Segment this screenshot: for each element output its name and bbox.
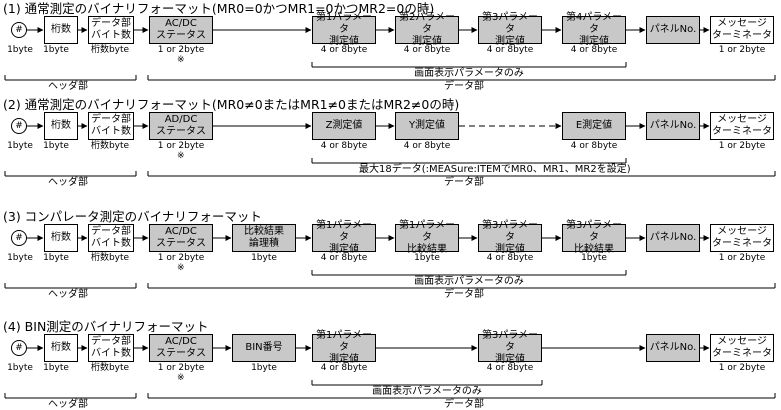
start-hash-icon: #: [11, 22, 27, 38]
section-title: (3) コンパレータ測定のバイナリフォーマット: [3, 209, 262, 224]
section-title: (1) 通常測定のバイナリフォーマット(MR0=0かつMR1=0かつMR2=0の…: [3, 1, 435, 16]
byte-size-label: 1 or 2byte: [718, 253, 766, 263]
byte-size-label: 4 or 8byte: [320, 363, 368, 373]
byte-size-label: 1byte: [581, 253, 607, 263]
field-box-keta: 桁数: [44, 334, 78, 362]
byte-size-label: 桁数byte: [90, 253, 130, 263]
byte-size-label: 1 or 2byte: [157, 141, 205, 151]
byte-size-label: 4 or 8byte: [320, 253, 368, 263]
field-box-z: Z測定値: [312, 112, 376, 140]
header-label: ヘッダ部: [48, 289, 88, 300]
header-label: ヘッダ部: [48, 399, 88, 410]
field-box-andres: 比較結果 論理積: [232, 224, 296, 252]
data-label: データ部: [444, 81, 484, 92]
byte-size-label: 桁数byte: [90, 363, 130, 373]
byte-size-label: 1byte: [43, 253, 69, 263]
data-label: データ部: [444, 177, 484, 188]
start-hash-icon: #: [11, 340, 27, 356]
byte-size-label: 4 or 8byte: [403, 45, 451, 55]
field-box-acdc: AC/DC ステータス: [149, 334, 213, 362]
field-box-p3cmp: 第3パラメータ 比較結果: [562, 220, 626, 255]
byte-size-label: 桁数byte: [90, 45, 130, 55]
byte-size-label: 桁数byte: [90, 141, 130, 151]
field-box-p3: 第3パラメータ 測定値: [478, 220, 542, 255]
field-box-e: E測定値: [562, 112, 626, 140]
byte-size-label: 4 or 8byte: [570, 45, 618, 55]
byte-size-label: 4 or 8byte: [320, 45, 368, 55]
byte-size-label: 4 or 8byte: [486, 45, 534, 55]
byte-size-label: 1byte: [7, 363, 33, 373]
note-mark: ※: [177, 263, 185, 273]
note-mark: ※: [177, 55, 185, 65]
field-box-p1: 第1パラメータ 測定値: [312, 12, 376, 47]
byte-size-label: 1byte: [43, 363, 69, 373]
byte-size-label: 1byte: [251, 363, 277, 373]
bracket-note: 画面表示パラメータのみ: [414, 68, 524, 79]
byte-size-label: 1byte: [414, 253, 440, 263]
byte-size-label: 4 or 8byte: [486, 363, 534, 373]
field-box-p3: 第3パラメータ 測定値: [478, 330, 542, 365]
byte-size-label: 1 or 2byte: [157, 363, 205, 373]
byte-size-label: 4 or 8byte: [320, 141, 368, 151]
field-box-acdc: AC/DC ステータス: [149, 224, 213, 252]
field-box-datalen: データ部 バイト数: [88, 112, 134, 140]
field-box-term: メッセージ ターミネータ: [710, 224, 774, 252]
byte-size-label: 1byte: [251, 253, 277, 263]
field-box-p3: 第3パラメータ 測定値: [478, 12, 542, 47]
field-box-addc: AD/DC ステータス: [149, 112, 213, 140]
byte-size-label: 1 or 2byte: [157, 45, 205, 55]
byte-size-label: 1byte: [7, 45, 33, 55]
header-label: ヘッダ部: [48, 81, 88, 92]
byte-size-label: 1 or 2byte: [718, 363, 766, 373]
field-box-datalen: データ部 バイト数: [88, 16, 134, 44]
start-hash-icon: #: [11, 118, 27, 134]
field-box-p1: 第1パラメータ 測定値: [312, 330, 376, 365]
field-box-p1: 第1パラメータ 測定値: [312, 220, 376, 255]
field-box-acdc: AC/DC ステータス: [149, 16, 213, 44]
field-box-panel: パネルNo.: [646, 224, 700, 252]
bracket-note: 画面表示パラメータのみ: [372, 386, 482, 397]
header-label: ヘッダ部: [48, 177, 88, 188]
byte-size-label: 4 or 8byte: [403, 141, 451, 151]
field-box-panel: パネルNo.: [646, 334, 700, 362]
field-box-p2: 第2パラメータ 測定値: [395, 12, 459, 47]
byte-size-label: 1byte: [7, 253, 33, 263]
byte-size-label: 1 or 2byte: [157, 253, 205, 263]
field-box-keta: 桁数: [44, 16, 78, 44]
field-box-term: メッセージ ターミネータ: [710, 16, 774, 44]
field-box-datalen: データ部 バイト数: [88, 334, 134, 362]
field-box-keta: 桁数: [44, 112, 78, 140]
section-title: (2) 通常測定のバイナリフォーマット(MR0≠0またはMR1≠0またはMR2≠…: [3, 97, 460, 112]
start-hash-icon: #: [11, 230, 27, 246]
field-box-datalen: データ部 バイト数: [88, 224, 134, 252]
field-box-p4: 第4パラメータ 測定値: [562, 12, 626, 47]
field-box-keta: 桁数: [44, 224, 78, 252]
byte-size-label: 4 or 8byte: [570, 141, 618, 151]
section-title: (4) BIN測定のバイナリフォーマット: [3, 319, 209, 334]
byte-size-label: 1byte: [7, 141, 33, 151]
byte-size-label: 1byte: [43, 45, 69, 55]
byte-size-label: 1 or 2byte: [718, 45, 766, 55]
field-box-bin: BIN番号: [232, 334, 296, 362]
field-box-p1cmp: 第1パラメータ 比較結果: [395, 220, 459, 255]
note-mark: ※: [177, 373, 185, 383]
field-box-term: メッセージ ターミネータ: [710, 334, 774, 362]
data-label: データ部: [444, 289, 484, 300]
byte-size-label: 4 or 8byte: [486, 253, 534, 263]
note-mark: ※: [177, 151, 185, 161]
bracket-note: 画面表示パラメータのみ: [414, 276, 524, 287]
field-box-panel: パネルNo.: [646, 112, 700, 140]
data-label: データ部: [444, 399, 484, 410]
byte-size-label: 1 or 2byte: [718, 141, 766, 151]
field-box-y: Y測定値: [395, 112, 459, 140]
bracket-note: 最大18データ(:MEASure:ITEMでMR0、MR1、MR2を設定): [359, 164, 631, 175]
byte-size-label: 1byte: [43, 141, 69, 151]
field-box-panel: パネルNo.: [646, 16, 700, 44]
field-box-term: メッセージ ターミネータ: [710, 112, 774, 140]
